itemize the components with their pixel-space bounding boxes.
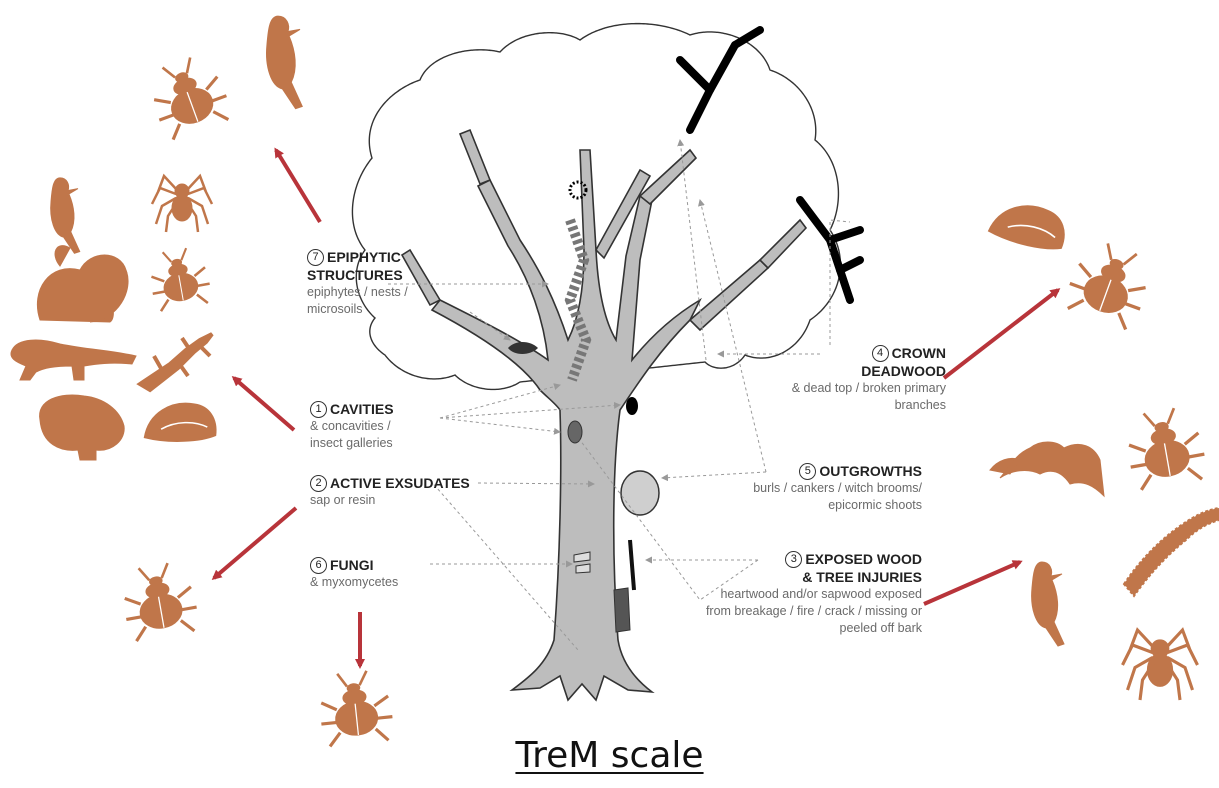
label-desc: & concavities / [310, 419, 391, 433]
label-desc: epiphytes / nests / [307, 285, 408, 299]
tree [400, 128, 808, 702]
nest [508, 342, 538, 354]
bat [989, 441, 1105, 498]
label-title: FUNGI [330, 557, 374, 573]
number-badge: 4 [871, 344, 889, 362]
epiphyte-vine [564, 218, 592, 382]
label-desc: insect galleries [310, 436, 393, 450]
animals [10, 15, 1219, 749]
label-title: CAVITIES [330, 401, 394, 417]
marten [10, 339, 137, 381]
squirrel [36, 245, 129, 323]
label-title: EPIPHYTIC [327, 249, 401, 265]
label-title-cont: STRUCTURES [307, 267, 403, 283]
label-desc: & dead top / broken primary [791, 381, 946, 395]
caption-trem-scale: TreM scale [515, 735, 704, 776]
label-title-cont: DEADWOOD [861, 363, 946, 379]
exposed-wood [613, 587, 631, 633]
cavity-concavity [567, 420, 583, 444]
label-desc: burls / cankers / witch brooms/ [753, 481, 922, 495]
lizard [136, 332, 214, 393]
number-badge: 5 [799, 462, 817, 480]
label-desc: peeled off bark [839, 621, 922, 635]
cavity-hole [626, 397, 638, 415]
number-badge: 3 [785, 550, 803, 568]
number-badge: 7 [307, 248, 324, 266]
burl [620, 470, 660, 516]
label-desc: heartwood and/or sapwood exposed [720, 587, 922, 601]
frog [39, 394, 125, 461]
label-title: EXPOSED WOOD [805, 551, 922, 567]
number-badge: 6 [310, 556, 327, 574]
label-desc: from breakage / fire / crack / missing o… [705, 604, 922, 618]
crack [628, 539, 636, 591]
epiphyte [568, 180, 588, 200]
label-desc: sap or resin [310, 493, 376, 507]
label-title: CROWN [891, 345, 946, 361]
number-badge: 2 [310, 474, 327, 492]
label-desc: branches [894, 398, 946, 412]
label-desc: epicormic shoots [828, 498, 922, 512]
label-desc: & myxomycetes [310, 575, 399, 589]
number-badge: 1 [310, 400, 327, 418]
millipede [1122, 506, 1219, 598]
label-title-cont: & TREE INJURIES [802, 569, 922, 585]
crown-outline [351, 22, 842, 391]
label-title: ACTIVE EXSUDATES [330, 475, 470, 491]
label-title: OUTGROWTHS [819, 463, 922, 479]
label-desc: microsoils [307, 302, 363, 316]
fungi-bracket [573, 551, 591, 574]
